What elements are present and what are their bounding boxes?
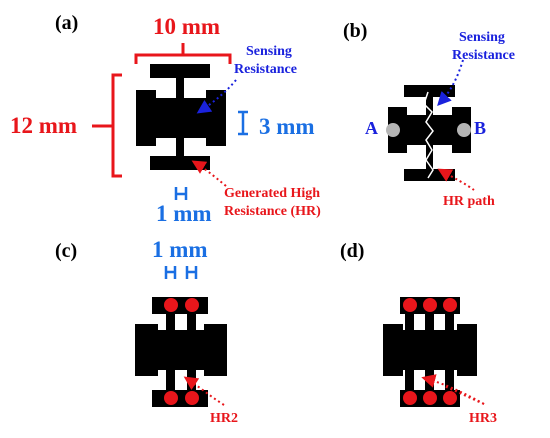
panel-label-c: (c) [55, 240, 78, 262]
hr-arrow-a [191, 160, 227, 187]
depth-marker [238, 110, 248, 136]
hr-label-a-line2: Resistance (HR) [224, 204, 321, 219]
hr3-label: HR3 [469, 411, 497, 426]
panel-label-d: (d) [340, 240, 365, 262]
panel-label-a: (a) [55, 12, 79, 34]
line-width-marker-a [174, 187, 188, 200]
hr2-label: HR2 [210, 411, 238, 426]
hr-spots-c [164, 298, 199, 405]
electrode-a [386, 123, 400, 137]
crack-path-b [423, 91, 434, 179]
sensing-label-a-line1: Sensing [246, 44, 292, 59]
line-width-label-c: 1 mm [152, 237, 208, 262]
node-b-label: B [474, 118, 487, 138]
sensing-label-b-line2: Resistance [452, 48, 515, 63]
hr3-arrow-2 [443, 385, 485, 405]
sensor-shape-d [383, 297, 477, 407]
node-a-label: A [365, 118, 378, 138]
width-label: 10 mm [153, 14, 221, 39]
depth-label: 3 mm [259, 114, 315, 139]
hr-spots-d [403, 298, 457, 405]
height-bracket [92, 73, 122, 178]
sensor-shape-b [388, 85, 471, 181]
width-bracket [134, 43, 232, 64]
hr-path-arrow-b [437, 168, 475, 191]
sensing-arrow-b [437, 59, 464, 107]
line-width-label-a: 1 mm [156, 201, 212, 226]
sensing-label-a-line2: Resistance [234, 62, 297, 77]
panel-label-b: (b) [343, 20, 368, 42]
height-label: 12 mm [10, 113, 78, 138]
hr-label-a-line1: Generated High [224, 186, 321, 201]
hr-path-label: HR path [443, 194, 495, 209]
sensor-shape-a [136, 64, 226, 170]
sensor-shape-c [135, 297, 227, 407]
line-width-marker-c [164, 266, 198, 279]
sensing-label-b-line1: Sensing [459, 30, 505, 45]
electrode-b [457, 123, 471, 137]
